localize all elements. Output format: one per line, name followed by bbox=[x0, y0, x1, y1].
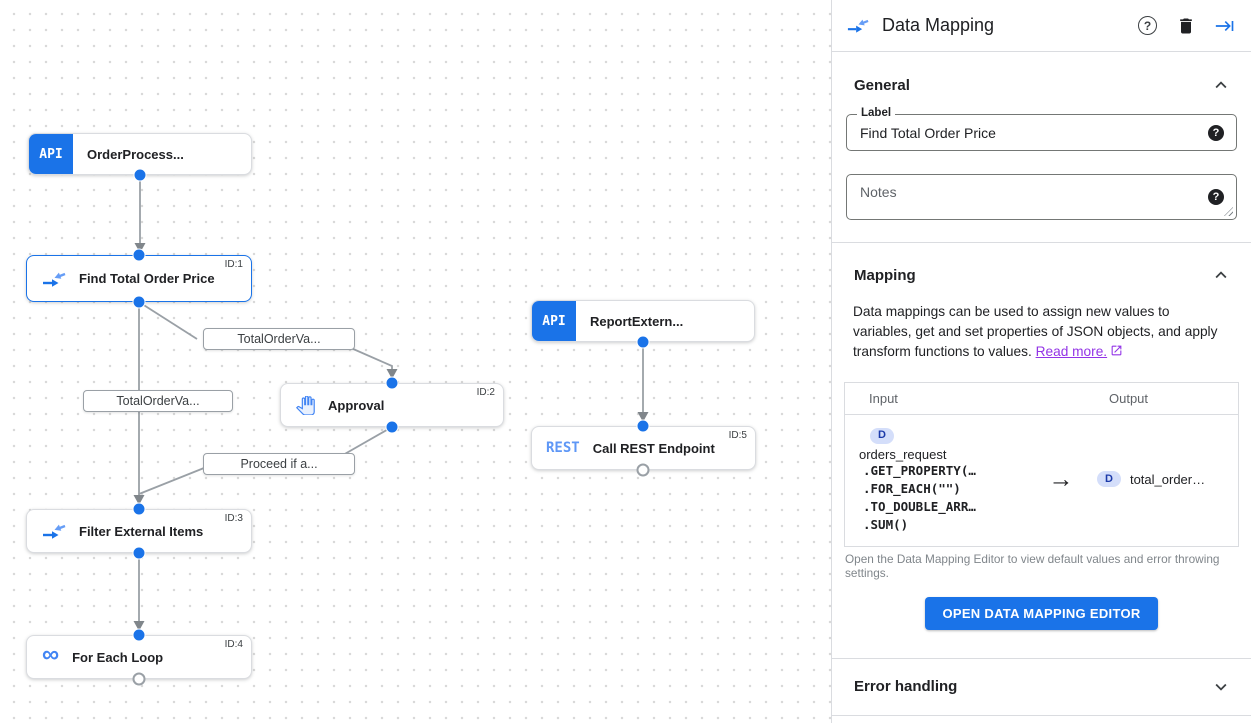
open-in-new-icon[interactable] bbox=[1110, 344, 1123, 357]
node-order-process-trigger[interactable]: API OrderProcess... bbox=[28, 133, 252, 175]
connector-dot-open[interactable] bbox=[132, 672, 146, 686]
mapping-table: Input Output D orders_request .GET_PROPE… bbox=[844, 382, 1239, 547]
node-title: Filter External Items bbox=[79, 523, 204, 539]
node-id-tag: ID:2 bbox=[476, 387, 495, 398]
output-variable: total_order… bbox=[1129, 471, 1206, 487]
node-title: Call REST Endpoint bbox=[592, 440, 715, 456]
collapse-panel-icon bbox=[1215, 16, 1235, 36]
section-title: General bbox=[854, 76, 910, 94]
section-mapping-header[interactable]: Mapping bbox=[832, 264, 1251, 286]
notes-field: ? bbox=[846, 174, 1237, 220]
data-mapping-icon bbox=[42, 522, 66, 540]
panel-title: Data Mapping bbox=[882, 15, 995, 35]
loop-icon: ∞ bbox=[42, 641, 60, 668]
connector-dot[interactable] bbox=[133, 168, 147, 182]
section-error-handling-header[interactable]: Error handling bbox=[832, 659, 1251, 716]
input-expression: .GET_PROPERTY(… bbox=[863, 462, 976, 478]
mapping-description-text: Data mappings can be used to assign new … bbox=[853, 304, 1218, 359]
output-column-header: Output bbox=[1109, 391, 1149, 406]
label-field: Label ? bbox=[846, 107, 1237, 151]
help-button[interactable]: ? bbox=[1138, 16, 1157, 35]
mapping-arrow-cell: → bbox=[1025, 425, 1097, 534]
connector-dot[interactable] bbox=[132, 628, 146, 642]
panel-header: Data Mapping ? bbox=[832, 0, 1251, 52]
connector-dot[interactable] bbox=[132, 502, 146, 516]
connector-dot[interactable] bbox=[132, 295, 146, 309]
input-expression: .TO_DOUBLE_ARR… bbox=[863, 498, 976, 514]
node-title: OrderProcess... bbox=[87, 146, 184, 162]
label-input[interactable] bbox=[847, 115, 1236, 150]
connector-dot-open[interactable] bbox=[636, 463, 650, 477]
node-id-tag: ID:1 bbox=[224, 259, 243, 270]
delete-task-button[interactable] bbox=[1176, 16, 1196, 36]
section-general-header[interactable]: General bbox=[832, 74, 1251, 96]
section-title: Error handling bbox=[854, 678, 958, 695]
help-icon[interactable]: ? bbox=[1208, 124, 1224, 141]
rest-icon: REST bbox=[546, 440, 580, 456]
chevron-up-icon[interactable] bbox=[1210, 264, 1232, 286]
approval-hand-icon bbox=[296, 395, 315, 416]
connector-dot[interactable] bbox=[636, 335, 650, 349]
input-variable: orders_request bbox=[859, 446, 947, 462]
mapping-output-cell: D total_order… bbox=[1097, 425, 1228, 534]
help-icon: ? bbox=[1138, 16, 1157, 35]
section-title: Mapping bbox=[854, 266, 916, 284]
node-id-tag: ID:4 bbox=[224, 639, 243, 650]
edge-label-total-order-value-2[interactable]: TotalOrderVa... bbox=[83, 390, 233, 412]
data-mapping-icon bbox=[847, 17, 869, 34]
input-expression: .SUM() bbox=[863, 516, 909, 532]
connector-dot[interactable] bbox=[132, 248, 146, 262]
edge-label-proceed-if[interactable]: Proceed if a... bbox=[203, 453, 355, 475]
notes-input[interactable] bbox=[847, 175, 1236, 219]
mapping-input-cell: D orders_request .GET_PROPERTY(… .FOR_EA… bbox=[859, 425, 1025, 534]
data-mapping-icon bbox=[42, 270, 66, 288]
node-id-tag: ID:5 bbox=[728, 430, 747, 441]
node-call-rest-endpoint[interactable]: ID:5 REST Call REST Endpoint bbox=[531, 426, 756, 470]
api-trigger-icon: API bbox=[29, 134, 73, 174]
label-field-label: Label bbox=[857, 107, 896, 119]
help-icon[interactable]: ? bbox=[1208, 189, 1224, 205]
node-find-total-order-price[interactable]: ID:1 Find Total Order Price bbox=[26, 255, 252, 302]
input-column-header: Input bbox=[869, 391, 898, 406]
node-title: Approval bbox=[328, 397, 385, 413]
connector-dot[interactable] bbox=[636, 419, 650, 433]
config-panel: Data Mapping ? General Label ? ? Mapping bbox=[831, 0, 1251, 723]
node-title: Find Total Order Price bbox=[79, 271, 215, 286]
collapse-panel-button[interactable] bbox=[1215, 16, 1235, 36]
workflow-canvas[interactable]: API OrderProcess... ID:1 Find Total Orde… bbox=[0, 0, 831, 723]
mapping-row[interactable]: D orders_request .GET_PROPERTY(… .FOR_EA… bbox=[845, 415, 1238, 546]
mapping-caption: Open the Data Mapping Editor to view def… bbox=[845, 551, 1220, 580]
connector-dot[interactable] bbox=[132, 546, 146, 560]
api-trigger-icon: API bbox=[532, 301, 576, 341]
trash-icon bbox=[1176, 16, 1196, 36]
node-approval[interactable]: ID:2 Approval bbox=[280, 383, 504, 427]
mapping-table-header: Input Output bbox=[845, 383, 1238, 415]
node-title: ReportExtern... bbox=[590, 313, 684, 329]
input-expression: .FOR_EACH("") bbox=[863, 480, 961, 496]
node-report-extern-trigger[interactable]: API ReportExtern... bbox=[531, 300, 755, 342]
data-type-chip: D bbox=[870, 427, 894, 444]
divider bbox=[832, 657, 1251, 659]
chevron-up-icon[interactable] bbox=[1210, 74, 1232, 96]
data-type-chip: D bbox=[1097, 471, 1121, 488]
node-for-each-loop[interactable]: ID:4 ∞ For Each Loop bbox=[26, 635, 252, 679]
node-title: For Each Loop bbox=[72, 649, 164, 665]
arrow-right-icon: → bbox=[1048, 464, 1074, 493]
chevron-down-icon[interactable] bbox=[1210, 676, 1232, 698]
workflow-edges bbox=[133, 175, 649, 631]
node-filter-external-items[interactable]: ID:3 Filter External Items bbox=[26, 509, 252, 553]
divider bbox=[832, 242, 1251, 243]
connector-dot[interactable] bbox=[385, 420, 399, 434]
edge-label-total-order-value-1[interactable]: TotalOrderVa... bbox=[203, 328, 355, 350]
read-more-link[interactable]: Read more. bbox=[1035, 344, 1108, 359]
mapping-description: Data mappings can be used to assign new … bbox=[853, 302, 1230, 362]
node-id-tag: ID:3 bbox=[224, 513, 243, 524]
open-data-mapping-editor-button[interactable]: OPEN DATA MAPPING EDITOR bbox=[925, 596, 1158, 630]
resize-handle[interactable] bbox=[1224, 207, 1233, 216]
connector-dot[interactable] bbox=[385, 376, 399, 390]
